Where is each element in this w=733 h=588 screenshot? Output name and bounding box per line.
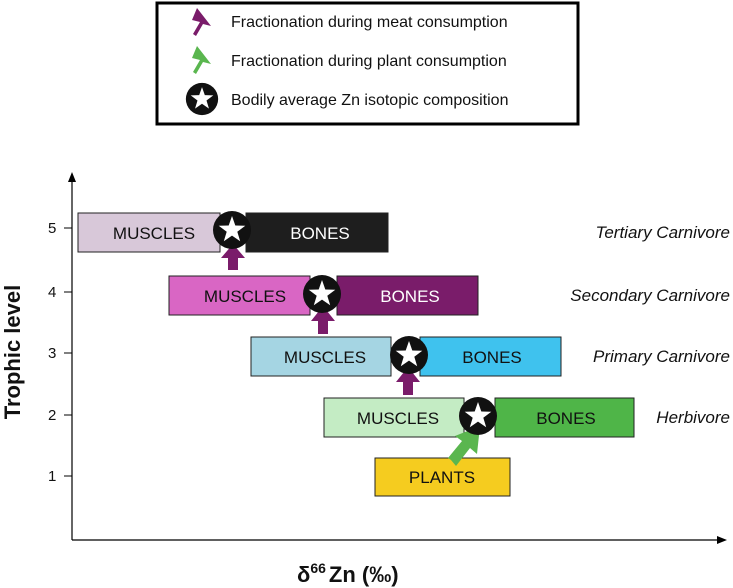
legend-item-plant: Fractionation during plant consumption — [192, 46, 507, 74]
green-arrow-icon — [192, 46, 211, 74]
level-row-herbivore: MUSCLES BONES Herbivore — [323, 397, 730, 438]
level-row-primary: MUSCLES BONES Primary Carnivore — [250, 336, 730, 395]
star-icon — [213, 211, 251, 249]
y-axis-arrow-icon — [68, 172, 76, 182]
muscles-box — [323, 397, 465, 438]
x-axis-title-suffix: Zn (‰) — [329, 562, 399, 587]
star-icon — [390, 336, 428, 374]
bones-label: BONES — [290, 224, 350, 243]
y-tick-label: 2 — [48, 407, 56, 424]
star-icon — [459, 397, 497, 435]
x-axis-title-prefix: δ — [297, 562, 310, 587]
level-row-secondary: MUSCLES BONES Secondary Carnivore — [168, 275, 730, 334]
plants-row: PLANTS — [374, 397, 511, 497]
muscles-label: MUSCLES — [357, 409, 439, 428]
bones-box — [419, 336, 562, 377]
y-tick-label: 3 — [48, 345, 56, 362]
plants-label: PLANTS — [409, 468, 475, 487]
plants-box — [374, 457, 511, 497]
meat-fractionation-arrow-icon — [396, 367, 420, 395]
muscles-label: MUSCLES — [113, 224, 195, 243]
y-axis-title: Trophic level — [0, 285, 25, 420]
meat-fractionation-arrow-icon — [221, 244, 245, 270]
star-icon — [185, 82, 219, 116]
x-axis-title-sup: 66 — [310, 560, 326, 576]
muscles-label: MUSCLES — [284, 348, 366, 367]
legend: Fractionation during meat consumption Fr… — [155, 1, 580, 126]
bones-box — [336, 275, 479, 316]
trophic-level-name: Secondary Carnivore — [570, 286, 730, 305]
legend-label-plant: Fractionation during plant consumption — [231, 53, 507, 70]
trophic-level-name: Tertiary Carnivore — [596, 223, 730, 242]
legend-label-meat: Fractionation during meat consumption — [231, 14, 508, 31]
bones-label: BONES — [380, 287, 440, 306]
x-axis-arrow-icon — [717, 536, 727, 544]
meat-fractionation-arrow-icon — [311, 306, 335, 334]
star-icon — [303, 275, 341, 313]
muscles-box — [250, 336, 392, 377]
legend-item-meat: Fractionation during meat consumption — [192, 8, 508, 36]
muscles-box — [168, 275, 311, 316]
legend-label-star: Bodily average Zn isotopic composition — [231, 92, 508, 109]
plant-fractionation-arrow-icon — [448, 426, 480, 466]
bones-label: BONES — [536, 409, 596, 428]
muscles-label: MUSCLES — [204, 287, 286, 306]
level-row-tertiary: MUSCLES BONES Tertiary Carnivore — [77, 211, 730, 270]
bones-box — [494, 397, 635, 438]
legend-item-star: Bodily average Zn isotopic composition — [185, 82, 508, 116]
purple-arrow-icon — [192, 8, 211, 36]
y-tick-label: 5 — [48, 220, 56, 237]
y-tick-label: 1 — [48, 468, 56, 485]
trophic-level-name: Herbivore — [656, 408, 730, 427]
legend-frame — [155, 1, 580, 126]
bones-label: BONES — [462, 348, 522, 367]
y-tick-label: 4 — [48, 284, 56, 301]
trophic-level-name: Primary Carnivore — [593, 347, 730, 366]
y-ticks: 1 2 3 4 5 — [48, 220, 72, 485]
